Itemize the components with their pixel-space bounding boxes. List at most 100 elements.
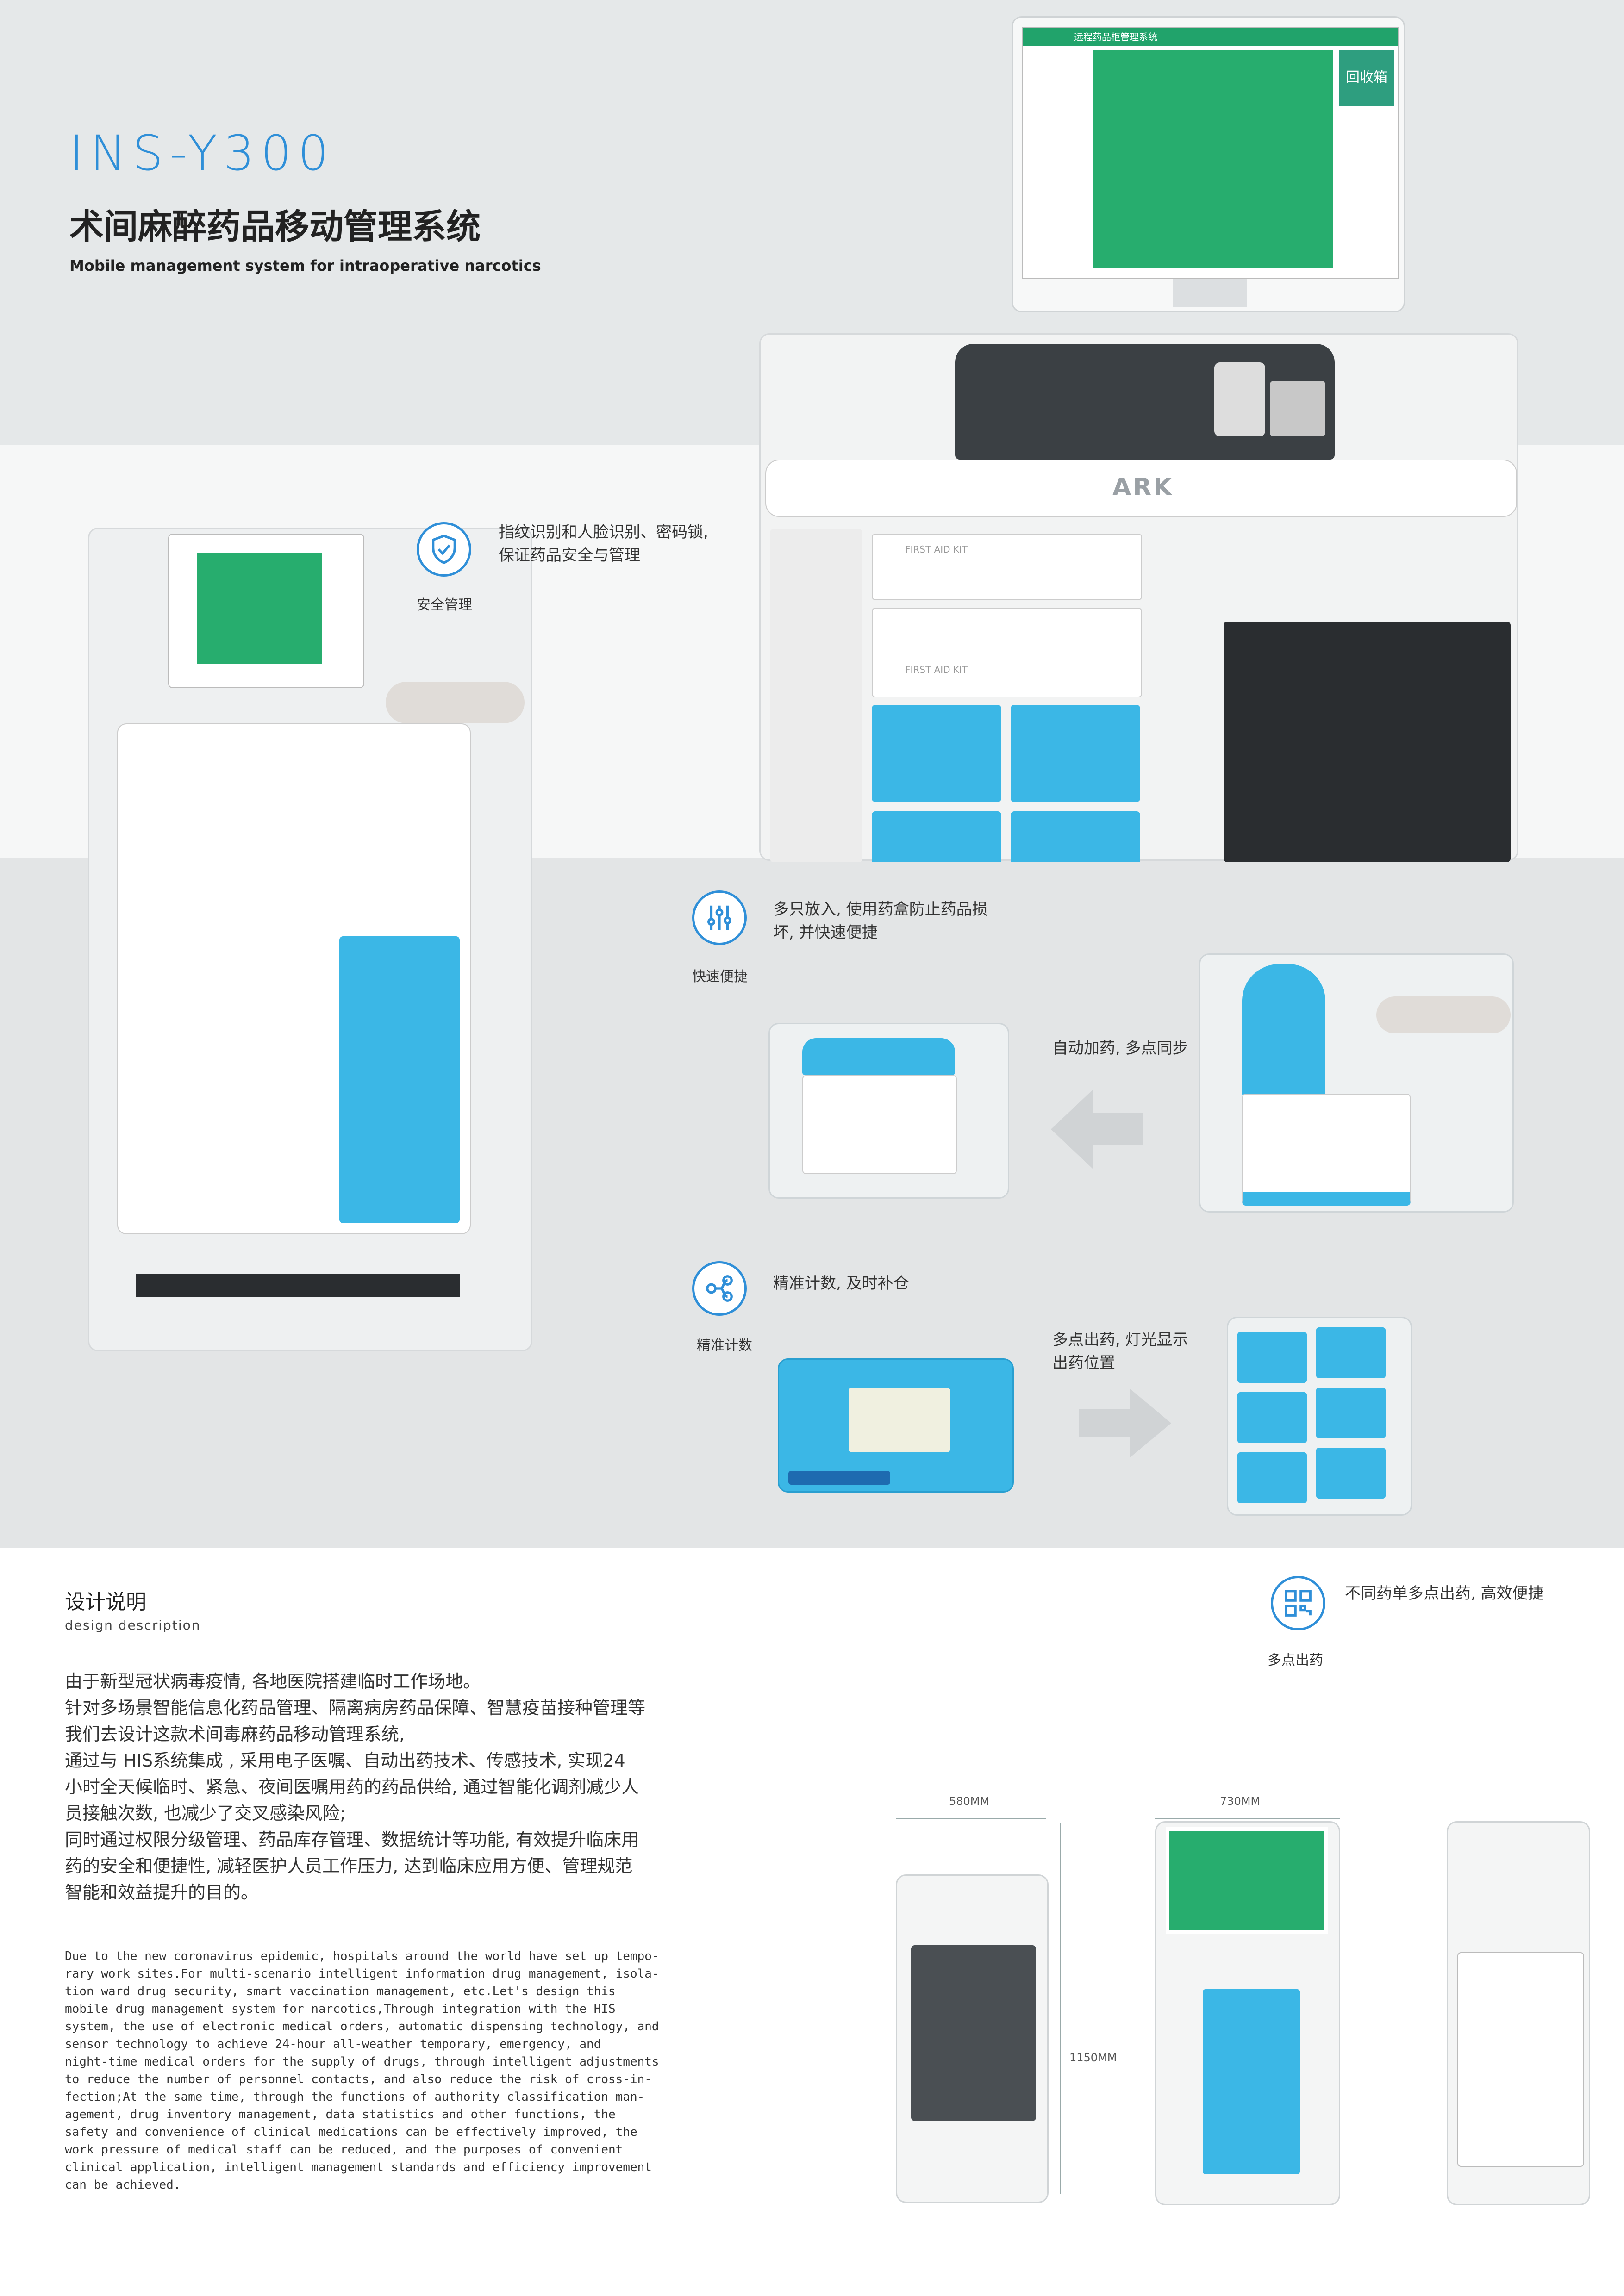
security-feature-text: 指纹识别和人脸识别、密码锁, 保证药品安全与管理 bbox=[499, 521, 708, 567]
paragraph-line: sensor technology to achieve 24-hour all… bbox=[65, 2037, 601, 2051]
height-label: 1150MM bbox=[1069, 2051, 1117, 2064]
paragraph-line: fection;At the same time, through the fu… bbox=[65, 2090, 645, 2104]
security-text-line: 指纹识别和人脸识别、密码锁, bbox=[499, 523, 708, 541]
quick-feature-caption: 快速便捷 bbox=[692, 969, 748, 985]
side-view-render bbox=[896, 1874, 1049, 2203]
hero-cart-render: ARK FIRST AID KIT FIRST AID KIT bbox=[759, 333, 1518, 862]
small-screen-grid bbox=[197, 553, 322, 664]
multi-point-text-line: 出药位置 bbox=[1052, 1354, 1115, 1372]
auto-feature-text: 自动加药, 多点同步 bbox=[1052, 1039, 1188, 1058]
drug-box-cell bbox=[1011, 705, 1140, 802]
drug-box-closed-render bbox=[768, 1023, 1009, 1199]
paragraph-line: safety and convenience of clinical medic… bbox=[65, 2125, 637, 2139]
paragraph-line: 员接触次数, 也减少了交叉感染风险; bbox=[65, 1803, 346, 1823]
box-body bbox=[1242, 1094, 1411, 1206]
brand-logo: ARK bbox=[1112, 473, 1174, 501]
drawer-label: FIRST AID KIT bbox=[905, 544, 968, 555]
paragraph-line: can be achieved. bbox=[65, 2178, 181, 2192]
cart-top-shelf bbox=[765, 460, 1517, 517]
paragraph-line: mobile drug management system for narcot… bbox=[65, 2002, 616, 2016]
paragraph-line: clinical application, intelligent manage… bbox=[65, 2160, 652, 2174]
multi-point-text-line: 多点出药, 灯光显示 bbox=[1052, 1331, 1188, 1349]
multi-point-feature-text: 多点出药, 灯光显示 出药位置 bbox=[1052, 1328, 1188, 1375]
drug-box-column bbox=[339, 936, 460, 1223]
paragraph-line: 智能和效益提升的目的。 bbox=[65, 1882, 259, 1903]
description-subheading: design description bbox=[65, 1618, 201, 1633]
width-front-label: 730MM bbox=[1220, 1795, 1261, 1808]
description-heading: 设计说明 bbox=[65, 1590, 146, 1614]
width-side-label: 580MM bbox=[949, 1795, 990, 1808]
lit-drawers-render bbox=[1227, 1317, 1412, 1516]
box-lid bbox=[802, 1038, 955, 1075]
rear-view-render bbox=[1447, 1821, 1590, 2205]
arrow-right-icon bbox=[1079, 1388, 1171, 1458]
quick-feature-icon bbox=[692, 890, 747, 945]
dispense-feature-text: 不同药单多点出药, 高效便捷 bbox=[1345, 1584, 1544, 1603]
fingerprint-reader bbox=[1214, 362, 1265, 436]
rear-panel bbox=[1457, 1952, 1584, 2167]
dimension-line-vertical bbox=[1060, 1823, 1061, 2194]
model-number: INS-Y300 bbox=[69, 125, 335, 181]
dispense-feature-caption: 多点出药 bbox=[1268, 1652, 1323, 1668]
counting-feature-icon bbox=[692, 1261, 747, 1316]
paragraph-line: work pressure of medical staff can be re… bbox=[65, 2143, 623, 2157]
drug-box-cell bbox=[1316, 1448, 1386, 1499]
paragraph-line: tion ward drug security, smart vaccinati… bbox=[65, 1985, 616, 1998]
hand-image bbox=[386, 682, 525, 723]
screen-header: 远程药品柜管理系统 bbox=[1023, 28, 1398, 46]
paragraph-line: 小时全天候临时、紧急、夜间医嘱用药的药品供给, 通过智能化调剂减少人 bbox=[65, 1777, 639, 1797]
security-feature-icon bbox=[417, 522, 471, 577]
left-cart-render bbox=[88, 528, 532, 1351]
paragraph-line: 我们去设计这款术间毒麻药品移动管理系统, bbox=[65, 1724, 405, 1744]
paragraph-line: 由于新型冠状病毒疫情, 各地医院搭建临时工作场地。 bbox=[65, 1671, 481, 1692]
highlight-cell bbox=[849, 1388, 950, 1452]
drug-box-cell bbox=[872, 811, 1001, 862]
box-body bbox=[802, 1075, 957, 1174]
quick-text-line: 多只放入, 使用药盒防止药品损 bbox=[773, 900, 988, 919]
front-view-render bbox=[1155, 1821, 1340, 2205]
page-title: 术间麻醉药品移动管理系统 bbox=[69, 207, 481, 247]
screen-tooltip bbox=[788, 1471, 890, 1485]
quick-feature-text: 多只放入, 使用药盒防止药品损 坏, 并快速便捷 bbox=[773, 898, 988, 944]
security-feature-caption: 安全管理 bbox=[417, 597, 472, 613]
cart-frame-left bbox=[770, 529, 862, 862]
arrow-left-icon bbox=[1051, 1090, 1143, 1169]
qr-icon bbox=[1285, 1590, 1312, 1617]
nodes-icon bbox=[706, 1275, 733, 1302]
drug-box-cell bbox=[1237, 1452, 1307, 1503]
recycle-bin-button: 回收箱 bbox=[1339, 50, 1394, 106]
paragraph-line: 针对多场景智能信息化药品管理、隔离病房药品保障、智慧疫苗接种管理等 bbox=[65, 1698, 646, 1718]
paragraph-line: agement, drug inventory management, data… bbox=[65, 2108, 616, 2122]
paragraph-line: 同时通过权限分级管理、药品库存管理、数据统计等功能, 有效提升临床用 bbox=[65, 1829, 639, 1850]
side-bin-rack bbox=[1224, 622, 1511, 862]
drawer-label: FIRST AID KIT bbox=[905, 664, 968, 675]
drug-box-cell bbox=[1011, 811, 1140, 862]
dimension-line bbox=[1155, 1818, 1340, 1819]
monitor-screen: 远程药品柜管理系统 回收箱 bbox=[1022, 27, 1399, 279]
drug-box-cell bbox=[1237, 1332, 1307, 1383]
drug-box-open-render bbox=[1199, 953, 1514, 1213]
screen-grid bbox=[1093, 50, 1333, 268]
drawer: FIRST AID KIT bbox=[872, 534, 1142, 600]
counting-feature-text: 精准计数, 及时补仓 bbox=[773, 1274, 909, 1293]
dispense-screen-detail bbox=[778, 1358, 1014, 1493]
monitor-stand bbox=[1173, 279, 1247, 307]
paragraph-line: 药的安全和便捷性, 减轻医护人员工作压力, 达到临床应用方便、管理规范 bbox=[65, 1856, 633, 1876]
keypad bbox=[1270, 381, 1325, 436]
paragraph-line: 通过与 HIS系统集成 , 采用电子医嘱、自动出药技术、传感技术, 实现24 bbox=[65, 1750, 625, 1771]
description-paragraph-cn: 由于新型冠状病毒疫情, 各地医院搭建临时工作场地。 针对多场景智能信息化药品管理… bbox=[65, 1668, 713, 1906]
dispense-feature-icon bbox=[1271, 1576, 1325, 1630]
quick-text-line: 坏, 并快速便捷 bbox=[773, 923, 878, 942]
description-paragraph-en: Due to the new coronavirus epidemic, hos… bbox=[65, 1948, 713, 2194]
paragraph-line: Due to the new coronavirus epidemic, hos… bbox=[65, 1949, 659, 1963]
monitor-render: 远程药品柜管理系统 回收箱 bbox=[1012, 16, 1405, 312]
front-drug-boxes bbox=[1203, 1989, 1300, 2174]
box-lid-open bbox=[1242, 964, 1325, 1098]
drug-box-cell bbox=[1237, 1392, 1307, 1443]
page-subtitle: Mobile management system for intraoperat… bbox=[69, 257, 541, 274]
drug-box-cell bbox=[872, 705, 1001, 802]
caster-wheels bbox=[136, 1232, 460, 1297]
paragraph-line: to reduce the number of personnel contac… bbox=[65, 2072, 652, 2086]
drug-box-cell bbox=[1316, 1388, 1386, 1438]
dimension-line bbox=[896, 1818, 1046, 1819]
